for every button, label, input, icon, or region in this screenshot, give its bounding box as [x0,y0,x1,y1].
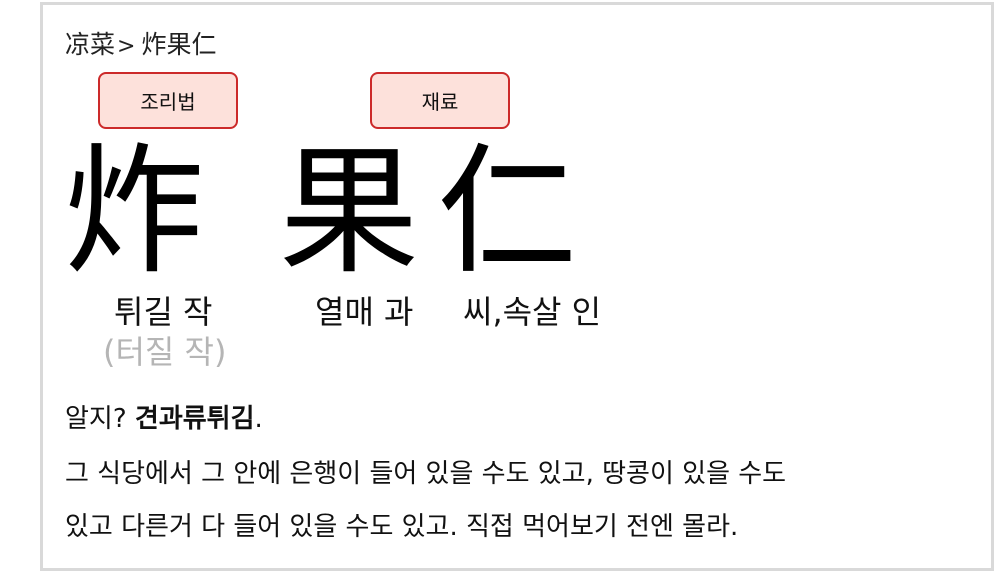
hanzi-gloss-1: 튀길 작 [114,293,213,331]
hanzi-character-3: 仁 [436,131,577,294]
note-line-1: 알지? 견과류튀김. [65,398,263,435]
ingredients-tab-label: 재료 [421,90,459,114]
hanzi-gloss-3: 씨,속살 인 [463,293,602,331]
breadcrumb-separator: > [117,34,136,59]
breadcrumb-current: 炸果仁 [141,30,217,59]
recipe-tab-button[interactable]: 조리법 [98,72,238,129]
breadcrumb-parent[interactable]: 凉菜 [65,30,116,59]
note-line-2: 그 식당에서 그 안에 은행이 들어 있을 수도 있고, 땅콩이 있을 수도 [65,459,787,489]
hanzi-character-2: 果 [278,131,419,294]
dish-card: 凉菜>炸果仁 조리법 재료 炸 果 仁 튀길 작 (터질 작) 열매 과 씨,속… [40,2,994,571]
note-line-3: 있고 다른거 다 들어 있을 수도 있고. 직접 먹어보기 전엔 몰라. [65,512,739,542]
hanzi-alt-gloss-1: (터질 작) [103,333,227,371]
hanzi-gloss-2: 열매 과 [315,293,414,331]
note-bold-term: 견과류튀김 [134,404,255,434]
breadcrumb: 凉菜>炸果仁 [65,25,216,61]
hanzi-character-1: 炸 [63,131,204,294]
ingredients-tab-button[interactable]: 재료 [370,72,510,129]
recipe-tab-label: 조리법 [140,90,196,114]
note-suffix: . [254,404,263,434]
note-prefix: 알지? [65,404,135,434]
